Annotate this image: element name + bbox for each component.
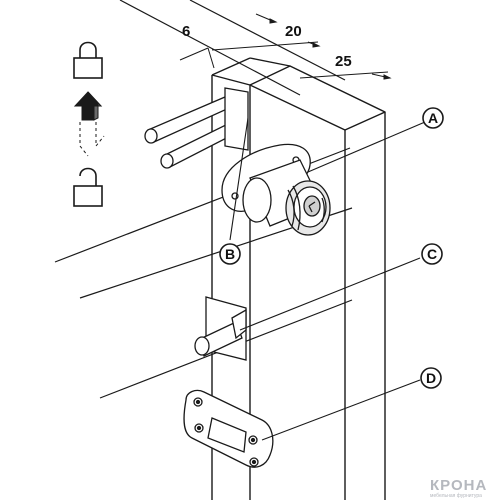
padlock-closed-icon [73,41,103,79]
leader-lines [229,117,426,441]
svg-text:D: D [426,370,436,386]
svg-text:B: B [225,246,235,262]
strike-plate [183,389,274,468]
callout-b: B [219,243,241,265]
padlock-open-icon [73,167,103,207]
callout-d: D [420,367,442,389]
cylinder-lock-body [221,143,331,236]
dimension-25: 25 [335,53,352,70]
callout-a: A [422,107,444,129]
svg-text:КРОНА: КРОНА [430,477,487,494]
svg-text:мебельная фурнитура: мебельная фурнитура [430,493,482,499]
svg-text:A: A [428,110,438,126]
dimension-20: 20 [285,23,302,40]
lock-bolt-rods [144,87,249,169]
dimension-6: 6 [182,23,190,40]
svg-text:C: C [427,246,437,262]
callout-c: C [421,243,443,265]
strike-block [194,296,247,361]
dimension-lines [179,13,392,80]
brand-watermark: КРОНА мебельная фурнитура [430,477,487,499]
arrow-up-icon [73,91,105,157]
